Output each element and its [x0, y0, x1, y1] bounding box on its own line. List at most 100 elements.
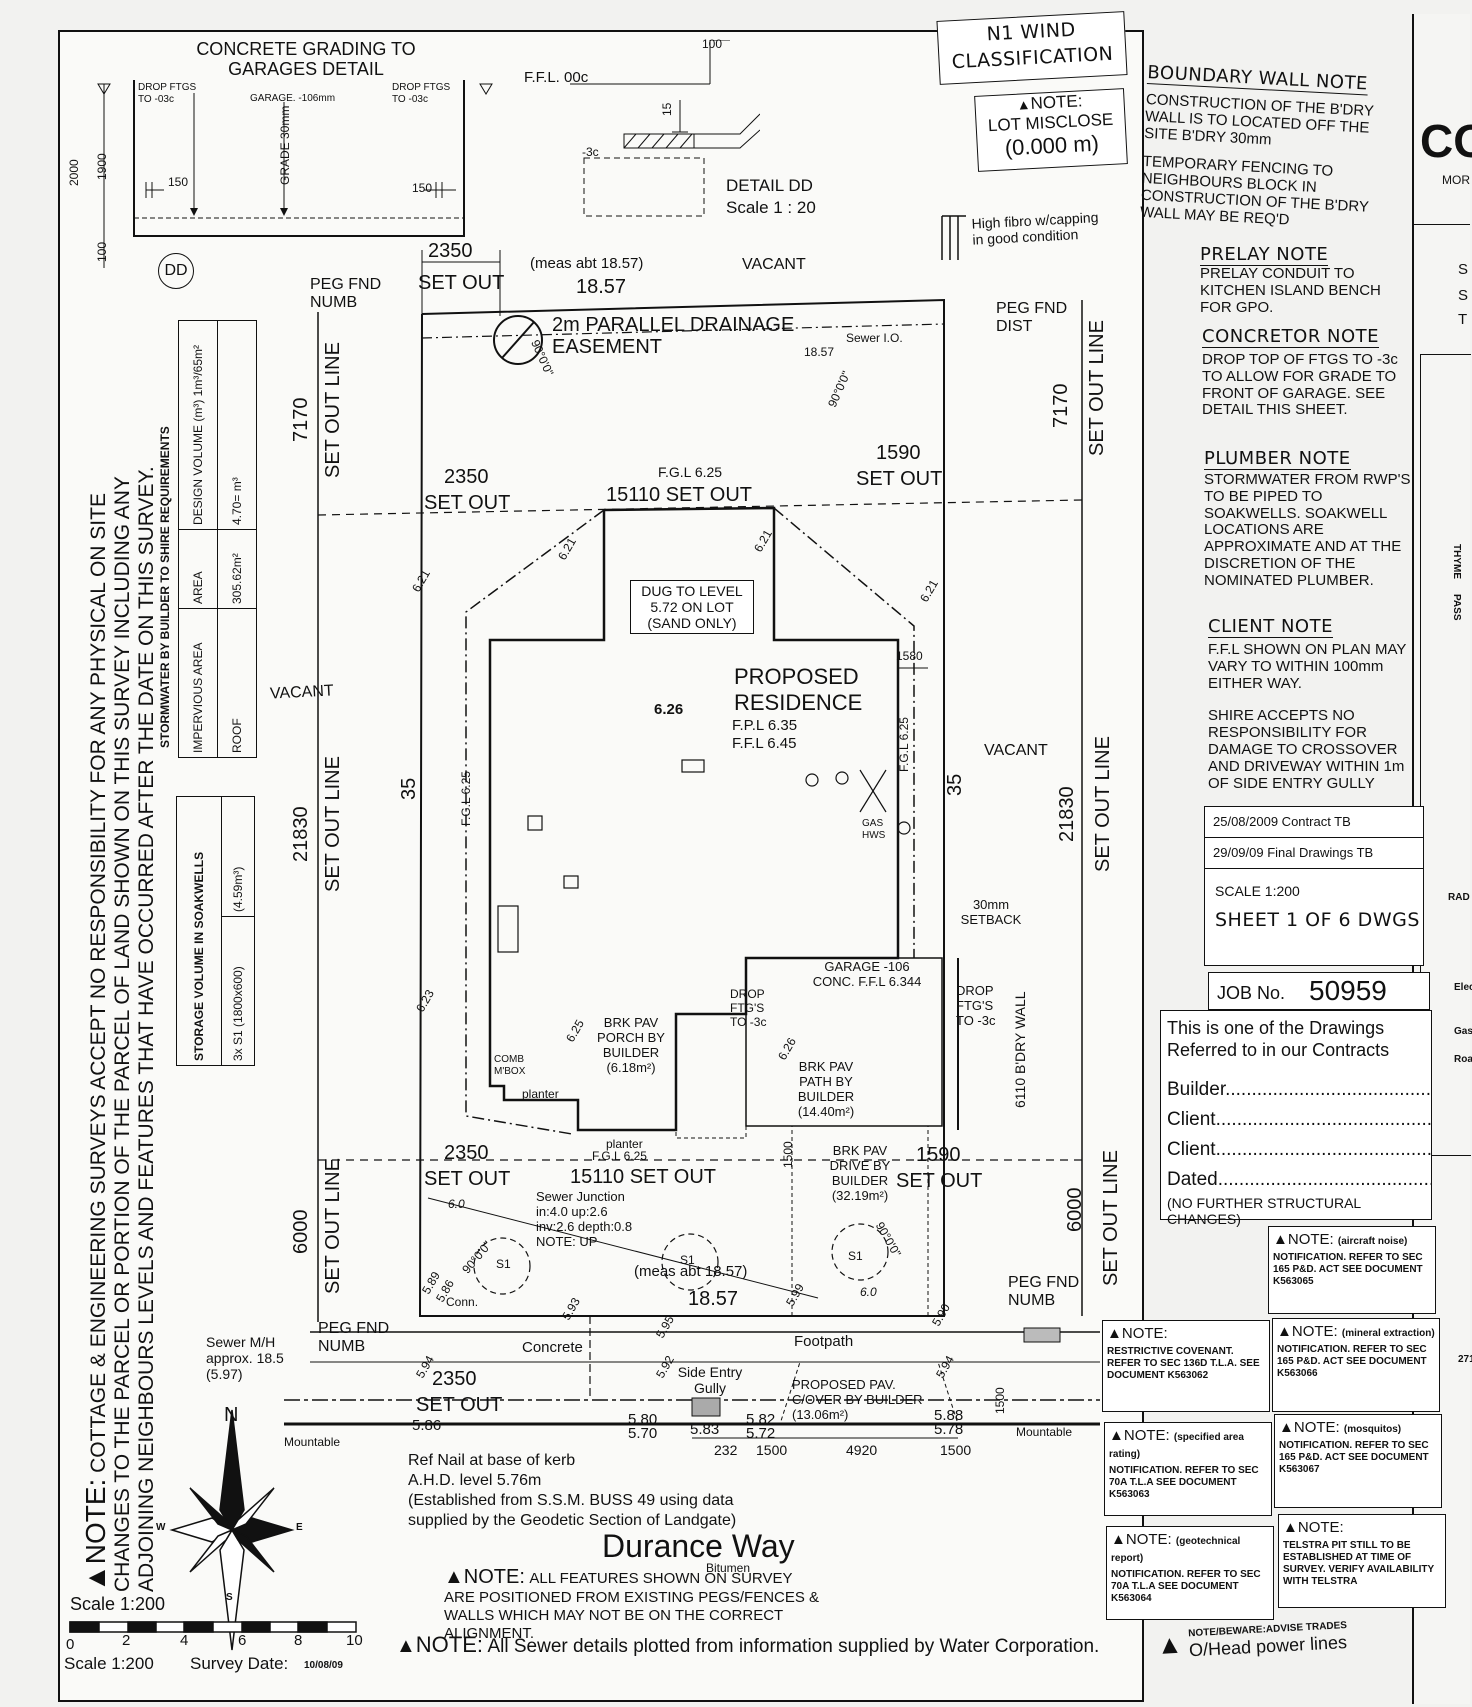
warning-icon: ▲: [1277, 1323, 1292, 1340]
vacant-west: VACANT: [269, 682, 335, 703]
contract-client1-field: Client..................................…: [1167, 1109, 1431, 1130]
proposed-residence: PROPOSED RESIDENCE: [734, 664, 863, 715]
drainage-easement: 2m PARALLEL DRAINAGE EASEMENT: [552, 314, 795, 358]
compass-north: N: [224, 1404, 239, 1426]
garage-label: GARAGE -106 CONC. F.F.L 6.344: [812, 959, 922, 989]
note-title: NOTE:: [463, 1566, 525, 1588]
path-paving: BRK PAV PATH BY BUILDER (14.40m²): [797, 1059, 855, 1119]
detail-dd-dim-100: 100: [702, 37, 723, 51]
adjacent-subtitle-fragment: MOR: [1442, 173, 1470, 187]
house-outline: [488, 506, 900, 1132]
note-mosquitos: ▲NOTE: (mosquitos) NOTIFICATION. REFER T…: [1274, 1414, 1442, 1508]
drive-paving: BRK PAV DRIVE BY BUILDER (32.19m²): [829, 1143, 891, 1203]
revision-block: 25/08/2009 Contract TB 29/09/09 Final Dr…: [1204, 806, 1424, 966]
features-positioned-note: ▲NOTE: ALL FEATURES SHOWN ON SURVEY ARE …: [444, 1566, 824, 1643]
note-title: NOTE:: [1297, 1519, 1344, 1536]
top-length: 18.57: [576, 276, 627, 298]
grading-detail-title: CONCRETE GRADING TO GARAGES DETAIL: [196, 39, 416, 79]
dim-150-right: 150: [412, 181, 433, 195]
sheet-number: SHEET 1 OF 6 DWGS: [1215, 909, 1420, 931]
dim-1590-top: 1590: [876, 442, 921, 464]
plumber-note-title: PLUMBER NOTE: [1204, 448, 1351, 470]
sewer-level-60: 6.0: [448, 1197, 465, 1211]
planter-left: planter: [522, 1087, 559, 1101]
client-note: CLIENT NOTE F.F.L SHOWN ON PLAN MAY VARY…: [1208, 616, 1418, 792]
set-out-line-left-mid: SET OUT LINE: [322, 756, 344, 892]
concretor-note-text: DROP TOP OF FTGS TO -3c TO ALLOW FOR GRA…: [1202, 351, 1398, 419]
note-geotechnical-report: ▲NOTE: (geotechnical report) NOTIFICATIO…: [1106, 1526, 1274, 1620]
drop-ftgs-right: DROP FTGS TO -03c: [392, 82, 451, 105]
shire-note-text: SHIRE ACCEPTS NO RESPONSIBILITY FOR DAMA…: [1208, 707, 1405, 792]
scale-bar: [69, 1621, 357, 1633]
scale-tick: 8: [294, 1632, 303, 1649]
spot-level: 5.82: [746, 1411, 776, 1428]
vacant-east: VACANT: [984, 742, 1048, 759]
spot-level: 5.70: [628, 1425, 658, 1442]
warning-icon: ▲: [444, 1566, 464, 1588]
dim-35-left: 35: [398, 777, 420, 800]
fpl: F.P.L 6.35: [732, 717, 798, 734]
detail-dd-scale: Scale 1 : 20: [726, 198, 816, 217]
setout-15110-top: 15110 SET OUT: [606, 484, 752, 506]
overhead-power-note: ▲ NOTE/BEWARE:ADVISE TRADES O/Head power…: [1156, 1620, 1348, 1661]
note-subtitle: (aircraft noise): [1337, 1236, 1408, 1247]
dim-2350-street: 2350: [432, 1368, 477, 1390]
ahd-level: A.H.D. level 5.76m: [408, 1472, 542, 1489]
note-text: ALL FEATURES SHOWN ON SURVEY ARE POSITIO…: [444, 1570, 820, 1642]
revision-row-2: 29/09/09 Final Drawings TB: [1205, 838, 1423, 869]
warning-icon: ▲: [396, 1635, 416, 1657]
note-text: All Sewer details plotted from informati…: [487, 1636, 1100, 1657]
dim-1580: 1580: [896, 649, 923, 663]
contract-line-1: This is one of the Drawings: [1167, 1018, 1385, 1038]
fgl-bottom: F.G.L 6.25: [592, 1149, 647, 1163]
prelay-note-text: PRELAY CONDUIT TO KITCHEN ISLAND BENCH F…: [1200, 265, 1381, 316]
note-title: NOTE:: [1293, 1419, 1340, 1436]
warning-icon: ▲: [1109, 1427, 1124, 1444]
dim-35-right: 35: [944, 773, 966, 796]
note-body: NOTIFICATION. REFER TO SEC 165 P&D. ACT …: [1277, 1344, 1427, 1379]
level-60-drive: 6.0: [860, 1285, 877, 1299]
setback-label: 30mm SETBACK: [960, 897, 1022, 927]
spot-level: 5.80: [628, 1411, 658, 1428]
dim-1500-drive: 1500: [781, 1141, 795, 1168]
mountable-kerb-right: Mountable: [1016, 1425, 1073, 1439]
warning-icon: ▲: [1273, 1231, 1288, 1248]
note-title: NOTE:: [1121, 1325, 1168, 1342]
set-out-line-left-bottom: SET OUT LINE: [322, 1158, 344, 1294]
sheet-scale: SCALE 1:200: [1215, 883, 1300, 899]
comb-mbox: COMB M'BOX: [494, 1054, 526, 1077]
adjacent-text-s1: S: [1458, 261, 1469, 278]
ffl: F.F.L 6.45: [732, 735, 797, 752]
concretor-note: CONCRETOR NOTE DROP TOP OF FTGS TO -3c T…: [1202, 326, 1412, 419]
note-aircraft-noise: ▲NOTE: (aircraft noise) NOTIFICATION. RE…: [1268, 1226, 1436, 1314]
plumber-note-text: STORMWATER FROM RWP'S TO BE PIPED TO SOA…: [1204, 471, 1411, 589]
adjacent-title-fragment: CO: [1420, 115, 1472, 167]
note-mineral-extraction: ▲NOTE: (mineral extraction) NOTIFICATION…: [1272, 1318, 1440, 1412]
grading-detail-drawing: [97, 80, 493, 268]
note-subtitle: (mineral extraction): [1341, 1328, 1435, 1339]
set-out-line-right-top: SET OUT LINE: [1086, 320, 1108, 456]
lot-boundary: [418, 298, 945, 1317]
note-subtitle: (specified area rating): [1109, 1432, 1244, 1460]
warning-icon: ▲: [1283, 1519, 1298, 1536]
note-body: TELSTRA PIT STILL TO BE ESTABLISHED AT T…: [1283, 1540, 1434, 1587]
dim-1500-b: 1500: [940, 1442, 972, 1458]
garage-level: GARAGE. -106mm: [250, 93, 336, 104]
porch-paving: BRK PAV PORCH BY BUILDER (6.18m²): [597, 1015, 665, 1075]
set-out-street: SET OUT: [416, 1394, 503, 1416]
scale-tick: 2: [122, 1632, 131, 1649]
dim-1590-bottom: 1590: [916, 1144, 961, 1166]
contract-client2-field: Client..................................…: [1167, 1139, 1431, 1160]
adjacent-text-s2: S: [1458, 287, 1469, 304]
adjacent-label-rad: RAD: [1448, 892, 1470, 903]
contract-dated-field: Dated...................................…: [1167, 1169, 1431, 1190]
scale-tick: 0: [66, 1636, 75, 1653]
warning-icon: ▲: [1279, 1419, 1294, 1436]
client-note-title: CLIENT NOTE: [1208, 616, 1333, 638]
set-out-line-right-mid: SET OUT LINE: [1092, 736, 1114, 872]
supplied-by: supplied by the Geodetic Section of Land…: [408, 1512, 737, 1529]
ref-nail: Ref Nail at base of kerb: [408, 1452, 576, 1469]
note-title: NOTE:: [1123, 1427, 1170, 1444]
bottom-length: 18.57: [688, 1288, 739, 1310]
dim-21830-left: 21830: [290, 806, 312, 862]
